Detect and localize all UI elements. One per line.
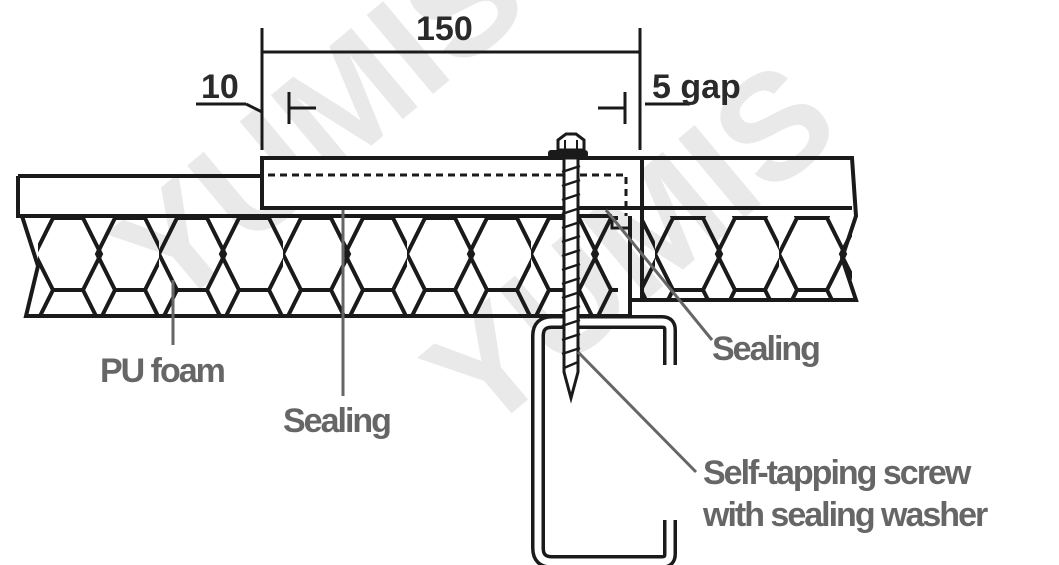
left-pu-foam-core	[38, 216, 618, 316]
sealing-label-bottom: Sealing	[283, 402, 390, 440]
self-tapping-screw	[548, 132, 588, 404]
right-pu-foam-core	[642, 216, 852, 300]
pu-foam-label: PU foam	[100, 352, 225, 390]
left-panel	[16, 156, 644, 318]
c-purlin	[531, 315, 677, 565]
sealing-label-right: Sealing	[712, 330, 819, 368]
dimension-lines	[196, 28, 690, 150]
screw-label-line2: with sealing washer	[702, 496, 988, 534]
overlap-lip	[260, 156, 644, 210]
sealing-washer	[548, 150, 588, 158]
screw-head-icon	[556, 132, 586, 152]
callout-leaders	[171, 209, 714, 474]
sealing-dashed-line	[268, 173, 628, 216]
overlap-dimension: 150	[416, 10, 473, 48]
right-panel	[628, 156, 859, 316]
gap-dimension: 5 gap	[652, 68, 741, 106]
screw-label-line1: Self-tapping screw	[703, 454, 972, 492]
edge-offset-dimension: 10	[201, 68, 239, 106]
